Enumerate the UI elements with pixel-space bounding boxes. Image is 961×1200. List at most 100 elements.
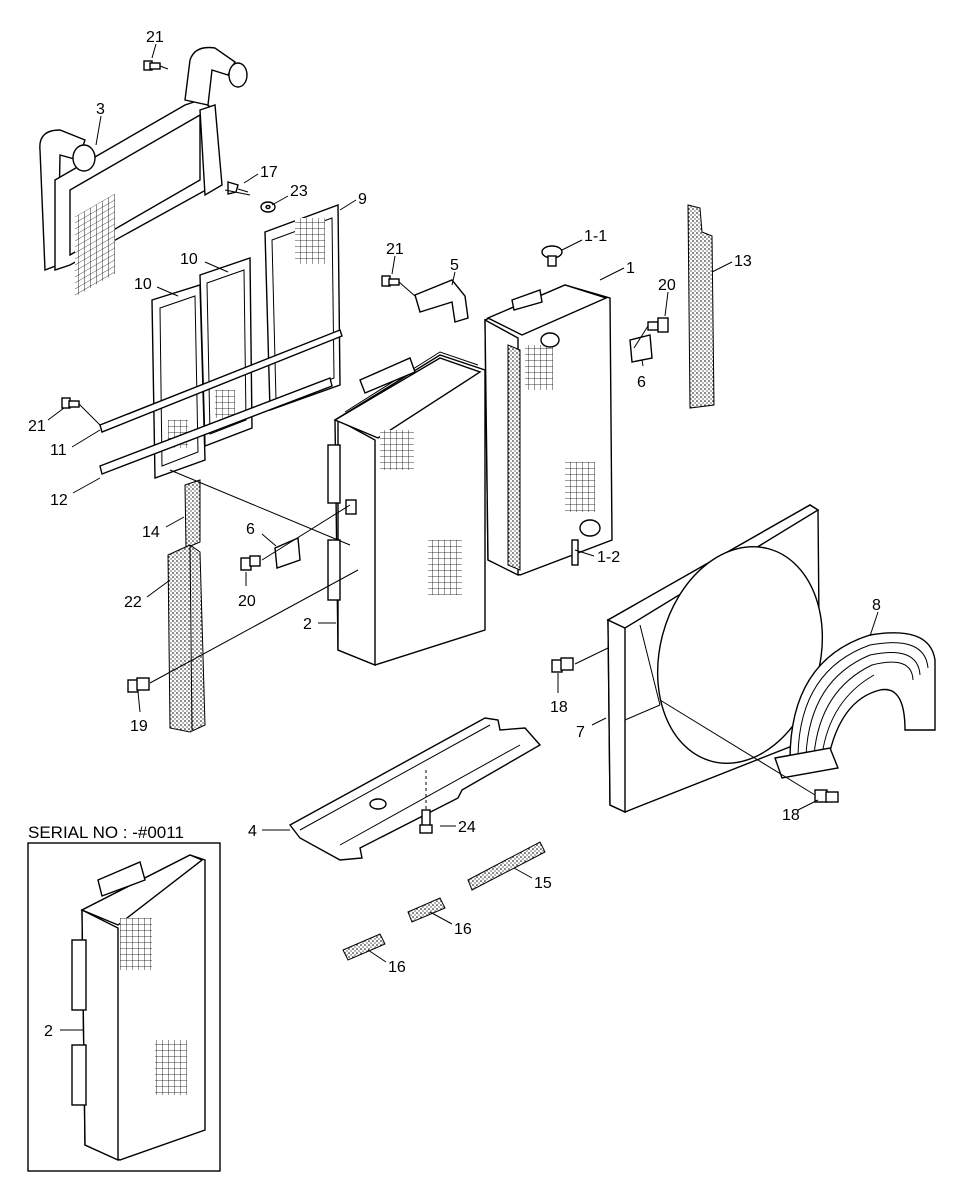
- assembly-lines: [149, 189, 816, 796]
- svg-text:16: 16: [388, 959, 406, 976]
- svg-text:9: 9: [358, 191, 367, 208]
- svg-text:16: 16: [454, 921, 472, 938]
- screen-panel-part-10-mid: [199, 257, 253, 448]
- svg-text:19: 19: [130, 718, 148, 735]
- svg-text:21: 21: [386, 241, 404, 258]
- bolt-part-18-left: [551, 657, 574, 673]
- callout-21-top: 21: [146, 29, 164, 59]
- svg-text:18: 18: [550, 699, 568, 716]
- callout-11: 11: [50, 429, 101, 459]
- serial-note: SERIAL NO : -#0011: [28, 823, 184, 842]
- callout-4: 4: [248, 823, 290, 840]
- svg-text:3: 3: [96, 101, 105, 118]
- pad-part-15: [467, 841, 546, 891]
- svg-text:21: 21: [28, 418, 46, 435]
- callout-10-left: 10: [134, 276, 179, 297]
- callout-16-lower: 16: [367, 949, 406, 976]
- svg-text:20: 20: [238, 593, 256, 610]
- svg-text:14: 14: [142, 524, 160, 541]
- bracket-part-6-right: [629, 334, 653, 363]
- callout-6-center: 6: [246, 521, 277, 547]
- rail-part-12: [99, 377, 333, 475]
- svg-text:13: 13: [734, 253, 752, 270]
- callout-22: 22: [124, 579, 171, 611]
- callout-20-center: 20: [238, 572, 256, 610]
- callout-21-left: 21: [28, 407, 65, 435]
- svg-text:1: 1: [626, 260, 635, 277]
- svg-text:10: 10: [134, 276, 152, 293]
- svg-text:12: 12: [50, 492, 68, 509]
- callout-3: 3: [95, 101, 105, 146]
- bracket-part-5: [414, 279, 469, 323]
- intercooler-part-3: [39, 46, 248, 297]
- svg-text:23: 23: [290, 183, 308, 200]
- svg-text:17: 17: [260, 164, 278, 181]
- callout-1-2: 1-2: [574, 549, 620, 566]
- pad-part-16-upper: [407, 897, 446, 923]
- svg-text:4: 4: [248, 823, 257, 840]
- seal-part-22: [167, 544, 206, 733]
- callout-18-right: 18: [782, 799, 819, 824]
- svg-text:18: 18: [782, 807, 800, 824]
- bolt-part-21-center: [381, 275, 416, 297]
- callout-8: 8: [869, 597, 881, 637]
- callout-7: 7: [576, 717, 607, 741]
- bolt-part-20-right: [647, 317, 669, 333]
- svg-text:2: 2: [44, 1023, 53, 1040]
- screen-panel-part-10-left: [151, 284, 206, 479]
- base-plate-part-4: [288, 717, 542, 861]
- radiator-part-1: [484, 284, 613, 577]
- bolt-part-21-top: [143, 60, 169, 71]
- callout-24: 24: [440, 819, 476, 836]
- serial-inset: [27, 842, 221, 1172]
- svg-text:24: 24: [458, 819, 476, 836]
- callout-6-right: 6: [637, 359, 646, 391]
- svg-text:7: 7: [576, 724, 585, 741]
- fan-guard-part-8: [774, 632, 936, 779]
- callout-17: 17: [243, 164, 278, 184]
- callout-1-1: 1-1: [561, 228, 607, 251]
- seal-part-13: [687, 204, 715, 409]
- bolt-part-21-left: [61, 397, 101, 426]
- svg-text:6: 6: [246, 521, 255, 538]
- callout-21-center: 21: [386, 241, 404, 275]
- callout-12: 12: [50, 477, 101, 509]
- callout-15: 15: [513, 867, 552, 892]
- callout-20-right: 20: [658, 277, 676, 317]
- svg-text:5: 5: [450, 257, 459, 274]
- rail-part-11: [99, 329, 343, 433]
- svg-text:15: 15: [534, 875, 552, 892]
- bolt-part-20-center: [240, 555, 261, 571]
- svg-text:10: 10: [180, 251, 198, 268]
- svg-text:1-1: 1-1: [584, 228, 607, 245]
- svg-text:11: 11: [50, 442, 67, 459]
- bolt-part-18-right: [814, 789, 839, 803]
- bolt-part-24: [419, 770, 433, 834]
- seal-part-14: [184, 479, 201, 549]
- callout-2-inset: 2: [44, 1023, 84, 1040]
- svg-text:6: 6: [637, 374, 646, 391]
- callout-16-upper: 16: [429, 911, 472, 938]
- callout-1: 1: [599, 260, 635, 281]
- cap-part-1-1: [541, 245, 563, 267]
- callout-14: 14: [142, 516, 185, 541]
- callout-5: 5: [450, 257, 459, 286]
- callout-9: 9: [339, 191, 367, 211]
- svg-text:2: 2: [303, 616, 312, 633]
- callout-19: 19: [130, 691, 148, 735]
- bolt-part-19: [127, 677, 150, 693]
- washer-part-23: [260, 201, 276, 213]
- svg-text:20: 20: [658, 277, 676, 294]
- svg-text:22: 22: [124, 594, 142, 611]
- callout-10-mid: 10: [180, 251, 229, 273]
- fan-shroud-part-7: [606, 504, 824, 814]
- svg-text:21: 21: [146, 29, 164, 46]
- callout-2: 2: [303, 616, 336, 633]
- oil-cooler-part-2: [327, 351, 486, 667]
- svg-text:1-2: 1-2: [597, 549, 620, 566]
- callout-23: 23: [271, 183, 308, 206]
- callout-13: 13: [711, 253, 752, 273]
- callout-18-left: 18: [550, 673, 568, 716]
- svg-text:8: 8: [872, 597, 881, 614]
